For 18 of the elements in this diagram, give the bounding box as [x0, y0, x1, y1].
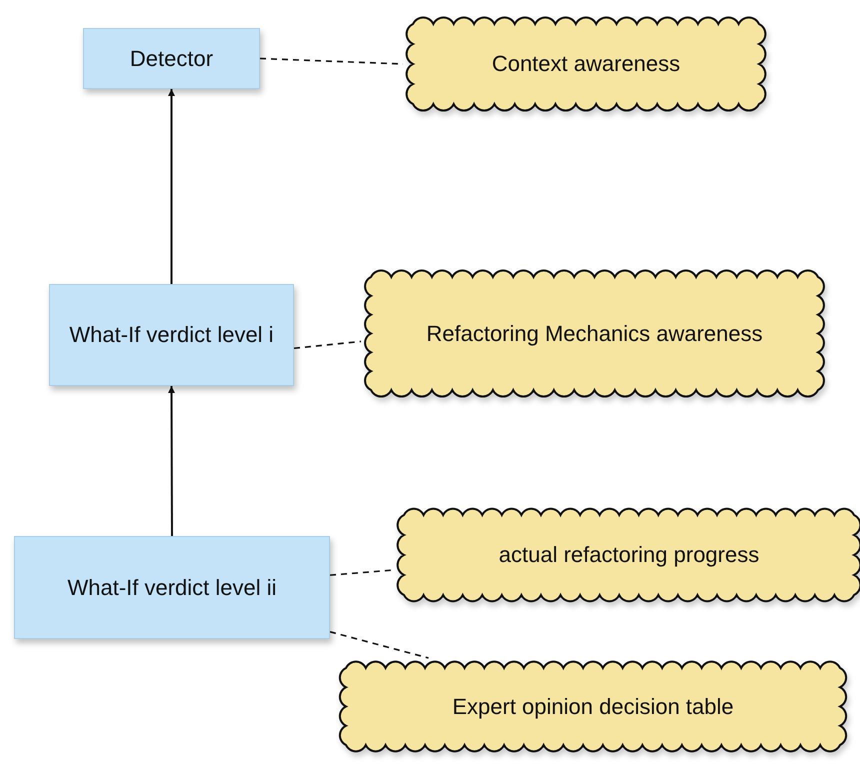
- cloud-shape: [394, 505, 860, 605]
- cloud-shape: [361, 267, 828, 400]
- node-label: What-If verdict level i: [69, 321, 274, 349]
- cloud-shape: [403, 14, 769, 114]
- connector-line: [294, 340, 362, 350]
- arrow: [168, 386, 176, 536]
- node-label: Expert opinion decision table: [452, 692, 734, 720]
- process-box: [14, 536, 330, 639]
- arrow: [168, 89, 175, 284]
- cloud-shape: [336, 658, 850, 755]
- node-label: Context awareness: [492, 50, 680, 78]
- process-box: [49, 284, 294, 386]
- node-label: Refactoring Mechanics awareness: [426, 320, 763, 348]
- connector-line: [330, 631, 429, 659]
- node-label: Detector: [130, 44, 214, 72]
- process-box: [83, 28, 260, 89]
- node-label: What-If verdict level ii: [67, 574, 277, 602]
- node-label: actual refactoring progress: [498, 541, 760, 569]
